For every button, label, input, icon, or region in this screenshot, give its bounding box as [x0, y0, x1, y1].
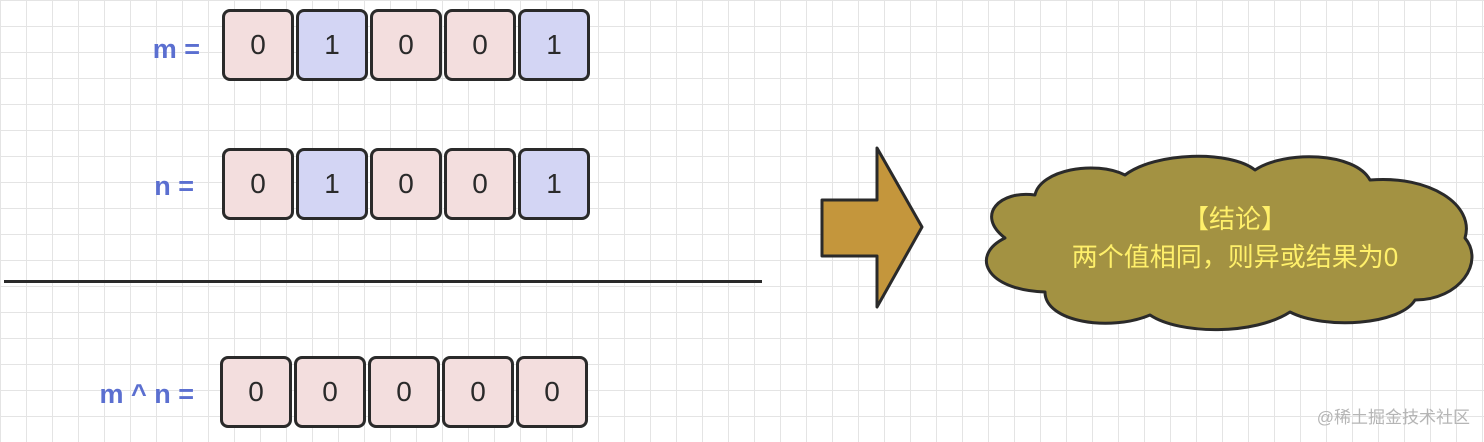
bit-cell: 0: [442, 356, 514, 428]
label-n: n =: [154, 171, 194, 201]
bits-result: 0 0 0 0 0: [220, 356, 588, 428]
conclusion-text: 【结论】 两个值相同，则异或结果为0: [1000, 200, 1470, 276]
bit-cell: 1: [518, 148, 590, 220]
right-arrow-icon: [820, 146, 924, 309]
label-m: m =: [152, 34, 200, 64]
bit-cell: 0: [222, 148, 294, 220]
bit-cell: 0: [368, 356, 440, 428]
bit-cell: 1: [518, 9, 590, 81]
watermark: @稀土掘金技术社区: [1316, 408, 1470, 427]
bit-cell: 0: [220, 356, 292, 428]
bit-cell: 1: [296, 148, 368, 220]
bit-cell: 0: [516, 356, 588, 428]
bits-m: 0 1 0 0 1: [222, 9, 590, 81]
divider-line: [4, 280, 762, 283]
bit-cell: 0: [444, 148, 516, 220]
bit-cell: 0: [370, 9, 442, 81]
bit-cell: 0: [444, 9, 516, 81]
conclusion-cloud: [984, 154, 1474, 332]
bit-cell: 0: [370, 148, 442, 220]
conclusion-title: 【结论】: [1182, 204, 1287, 234]
bit-cell: 1: [296, 9, 368, 81]
conclusion-body: 两个值相同，则异或结果为0: [1071, 242, 1399, 272]
bits-n: 0 1 0 0 1: [222, 148, 590, 220]
bit-cell: 0: [222, 9, 294, 81]
label-m-xor-n: m ^ n =: [99, 379, 194, 409]
bit-cell: 0: [294, 356, 366, 428]
